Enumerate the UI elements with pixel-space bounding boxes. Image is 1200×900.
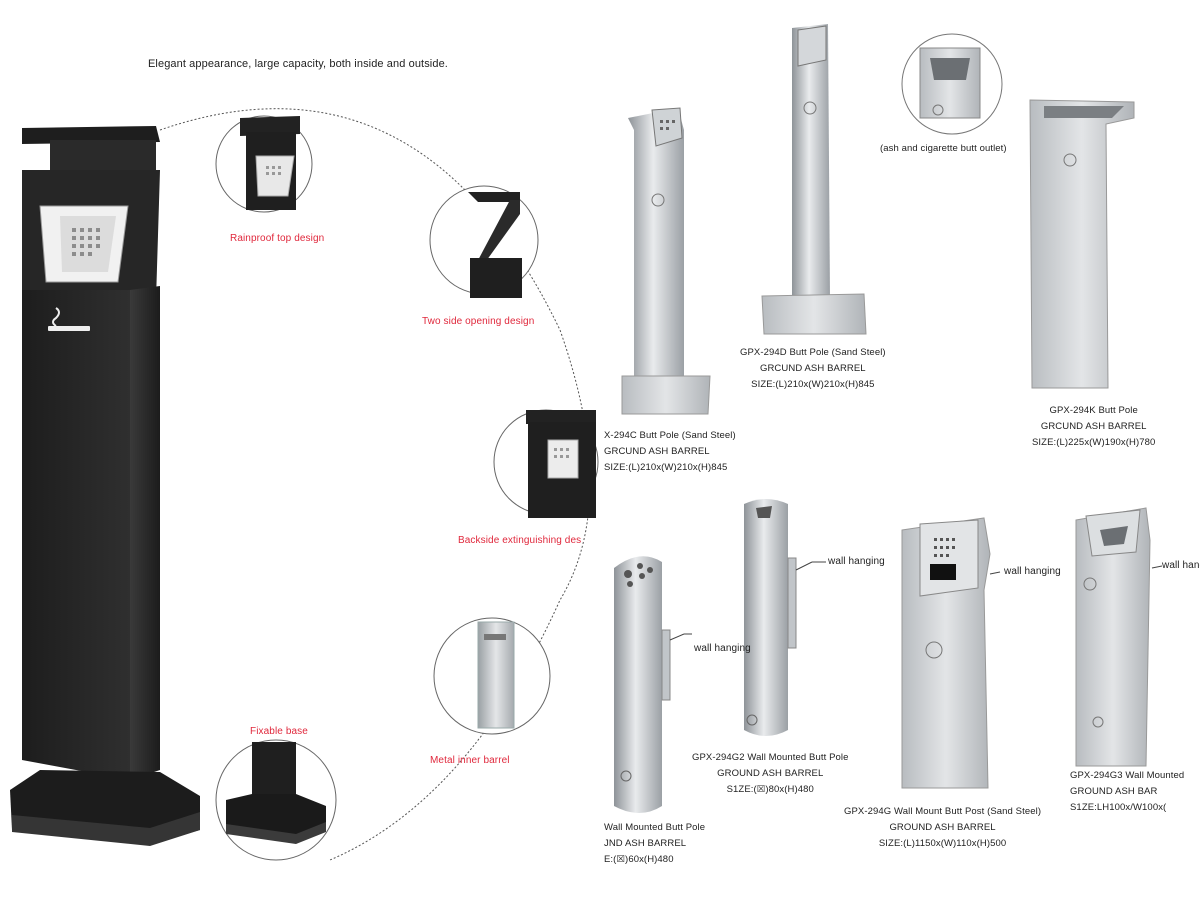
catalog-illustration [614,24,1163,813]
product-294d-type: GRCUND ASH BARREL [759,363,866,374]
product-294g2-image [744,499,797,736]
product-294k-size: SIZE:(L)225x(W)190x(H)780 [1032,437,1156,448]
product-294g3-info: GPX-294G3 Wall Mounted GROUND ASH BAR S1… [1070,768,1184,816]
product-294k-info: GPX-294K Butt Pole GRCUND ASH BARREL SIZ… [1032,403,1155,451]
tagline: Elegant appearance, large capacity, both… [148,58,448,70]
product-294c-size: SIZE:(L)210x(W)210x(H)845 [604,462,728,473]
backside-callout-image [493,409,599,518]
wall-hanging-label-2: wall hanging [828,556,885,567]
product-294g1-type: JND ASH BARREL [604,838,687,849]
product-294d-info: GPX-294D Butt Pole (Sand Steel) GRCUND A… [740,345,886,393]
black-ashtray-bin [10,126,200,846]
product-294c-name: X-294C Butt Pole (Sand Steel) [604,430,736,441]
product-294g-info: GPX-294G Wall Mount Butt Post (Sand Stee… [844,804,1041,852]
wall-hanging-label-4: wall hanging [1162,560,1200,571]
wall-hanging-pointers [669,561,1163,641]
product-294c-type: GRCUND ASH BARREL [604,446,710,457]
product-294g2-info: GPX-294G2 Wall Mounted Butt Pole GROUND … [692,750,849,798]
fixable-base-callout-image [215,739,337,861]
feature-label-rainproof: Rainproof top design [230,233,325,244]
product-294k-type: GRCUND ASH BARREL [1040,421,1147,432]
two-side-opening-callout-image [429,185,539,298]
product-294g2-size: S1ZE:(☒)80x(H)480 [726,784,814,795]
product-294k-image [1029,99,1135,389]
product-294d-image [761,24,867,335]
product-294g1-size: E:(☒)60x(H)480 [604,854,674,865]
rainproof-callout-image [215,115,313,213]
product-294g2-name: GPX-294G2 Wall Mounted Butt Pole [692,752,849,763]
product-294g-type: GROUND ASH BARREL [889,822,996,833]
feature-label-metal-barrel: Metal inner barrel [430,755,510,766]
product-294c-info: X-294C Butt Pole (Sand Steel) GRCUND ASH… [604,428,736,476]
catalog-panel: (ash and cigarette butt outlet) X-294C B… [600,0,1200,900]
product-294g2-type: GROUND ASH BARREL [717,768,824,779]
product-294g3-size: S1ZE:LH100x/W100x( [1070,802,1167,813]
product-294g3-name: GPX-294G3 Wall Mounted [1070,770,1185,781]
feature-illustration [10,108,599,861]
product-294k-name: GPX-294K Butt Pole [1049,405,1138,416]
product-294d-name: GPX-294D Butt Pole (Sand Steel) [740,347,886,358]
ash-outlet-label: (ash and cigarette butt outlet) [880,143,1007,154]
product-294g3-type: GROUND ASH BAR [1070,786,1158,797]
product-294g-name: GPX-294G Wall Mount Butt Post (Sand Stee… [844,806,1042,817]
product-294g1-name: Wall Mounted Butt Pole [604,822,706,833]
product-294g1-image [614,556,671,813]
feature-label-fixable-base: Fixable base [250,726,308,737]
product-294c-image [621,107,711,415]
metal-barrel-callout-image [433,617,551,735]
wall-hanging-label-3: wall hanging [1004,566,1061,577]
product-294d-size: SIZE:(L)210x(W)210x(H)845 [751,379,875,390]
feature-panel: Elegant appearance, large capacity, both… [10,58,599,861]
product-294g1-info: Wall Mounted Butt Pole JND ASH BARREL E:… [604,820,705,868]
feature-label-two-side: Two side opening design [422,316,535,327]
product-294g-image [901,517,991,789]
feature-label-backside: Backside extinguishing des [458,535,582,546]
ash-outlet-callout-image [901,33,1003,135]
wall-hanging-label-1: wall hanging [694,643,751,654]
product-294g3-image [1075,507,1151,767]
product-294g-size: SIZE:(L)1150x(W)110x(H)500 [878,838,1007,849]
